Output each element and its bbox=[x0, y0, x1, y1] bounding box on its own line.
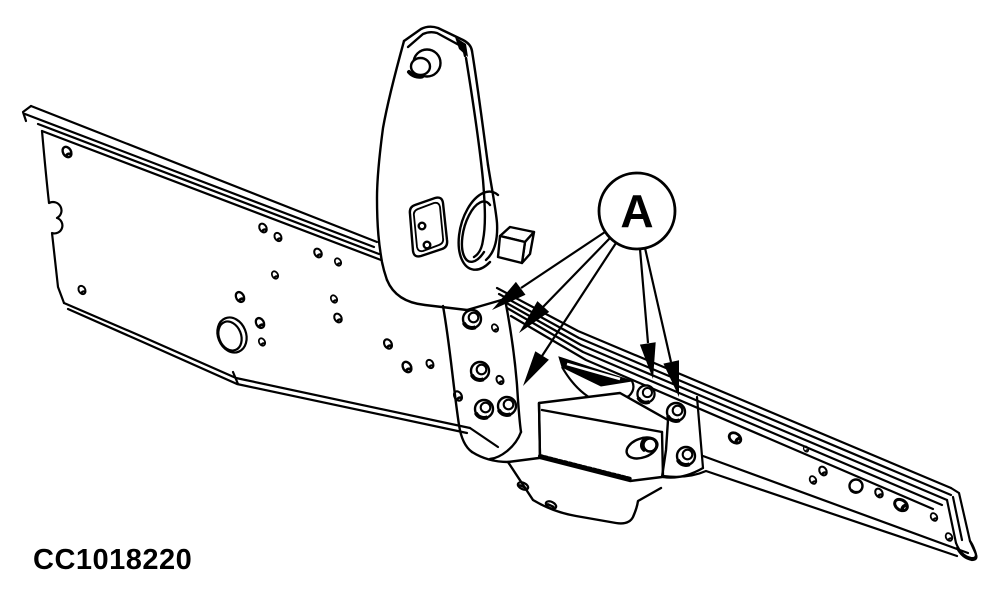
bent-tab bbox=[558, 356, 635, 404]
bolt bbox=[461, 308, 483, 330]
arrowhead-icon bbox=[639, 342, 656, 379]
box-bracket bbox=[537, 391, 670, 483]
left-frame-rail bbox=[21, 104, 500, 449]
bolt bbox=[473, 398, 495, 420]
strap-end-block bbox=[496, 225, 536, 265]
callout-a: A bbox=[597, 171, 677, 251]
round-hole bbox=[848, 478, 864, 494]
box-oval-hole bbox=[625, 436, 659, 460]
bolt bbox=[665, 401, 687, 423]
right-rail-holes bbox=[725, 428, 955, 544]
figure-code: CC1018220 bbox=[33, 544, 193, 576]
plate-slot bbox=[516, 481, 530, 491]
bolt bbox=[469, 360, 491, 382]
arrowhead-icon bbox=[519, 301, 550, 333]
arrowhead-icon bbox=[663, 360, 679, 397]
callout-label: A bbox=[620, 185, 653, 237]
bracket-plate bbox=[408, 196, 449, 258]
arrowhead-icon bbox=[523, 351, 549, 386]
callout-arrows bbox=[492, 231, 679, 397]
bolt bbox=[675, 445, 697, 467]
arrowhead-icon bbox=[492, 281, 526, 310]
pivot-holes bbox=[489, 322, 507, 387]
bolt bbox=[496, 395, 518, 417]
mount-bracket bbox=[375, 25, 536, 464]
large-hole bbox=[216, 316, 248, 354]
right-plate bbox=[661, 395, 705, 479]
hook-strap bbox=[457, 56, 500, 271]
callout-circle-icon bbox=[597, 171, 677, 251]
pivot-plate bbox=[441, 297, 523, 464]
plate-slot bbox=[544, 500, 558, 510]
lower-plate bbox=[506, 456, 663, 525]
bolt bbox=[635, 383, 657, 405]
pivot-bushing bbox=[407, 48, 442, 79]
left-rail-holes bbox=[59, 143, 465, 404]
